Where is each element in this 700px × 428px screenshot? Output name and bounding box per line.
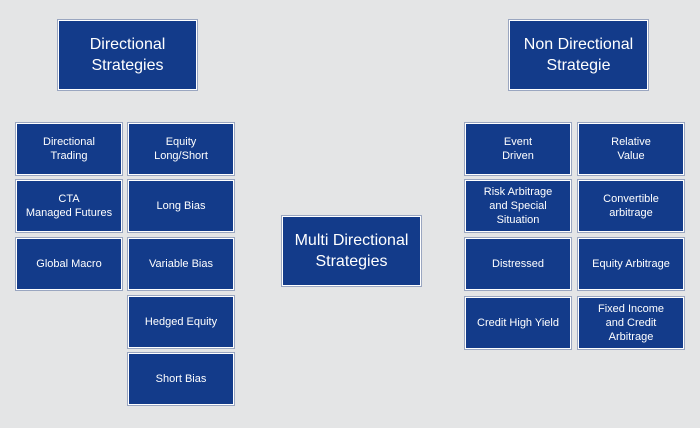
equity-long-short-box: Equity Long/Short xyxy=(128,123,234,175)
cta-managed-futures-box: CTA Managed Futures xyxy=(16,180,122,232)
variable-bias-box: Variable Bias xyxy=(128,238,234,290)
short-bias-box: Short Bias xyxy=(128,353,234,405)
relative-value-box: Relative Value xyxy=(578,123,684,175)
convertible-arbitrage-box: Convertible arbitrage xyxy=(578,180,684,232)
credit-high-yield-box: Credit High Yield xyxy=(465,297,571,349)
long-bias-box: Long Bias xyxy=(128,180,234,232)
risk-arbitrage-special-situation-box: Risk Arbitrage and Special Situation xyxy=(465,180,571,232)
multi-directional-strategies-header: Multi Directional Strategies xyxy=(282,216,421,286)
distressed-box: Distressed xyxy=(465,238,571,290)
non-directional-strategie-header: Non Directional Strategie xyxy=(509,20,648,90)
global-macro-box: Global Macro xyxy=(16,238,122,290)
fixed-income-credit-arbitrage-box: Fixed Income and Credit Arbitrage xyxy=(578,297,684,349)
directional-strategies-header: Directional Strategies xyxy=(58,20,197,90)
directional-trading-box: Directional Trading xyxy=(16,123,122,175)
hedged-equity-box: Hedged Equity xyxy=(128,296,234,348)
event-driven-box: Event Driven xyxy=(465,123,571,175)
equity-arbitrage-box: Equity Arbitrage xyxy=(578,238,684,290)
